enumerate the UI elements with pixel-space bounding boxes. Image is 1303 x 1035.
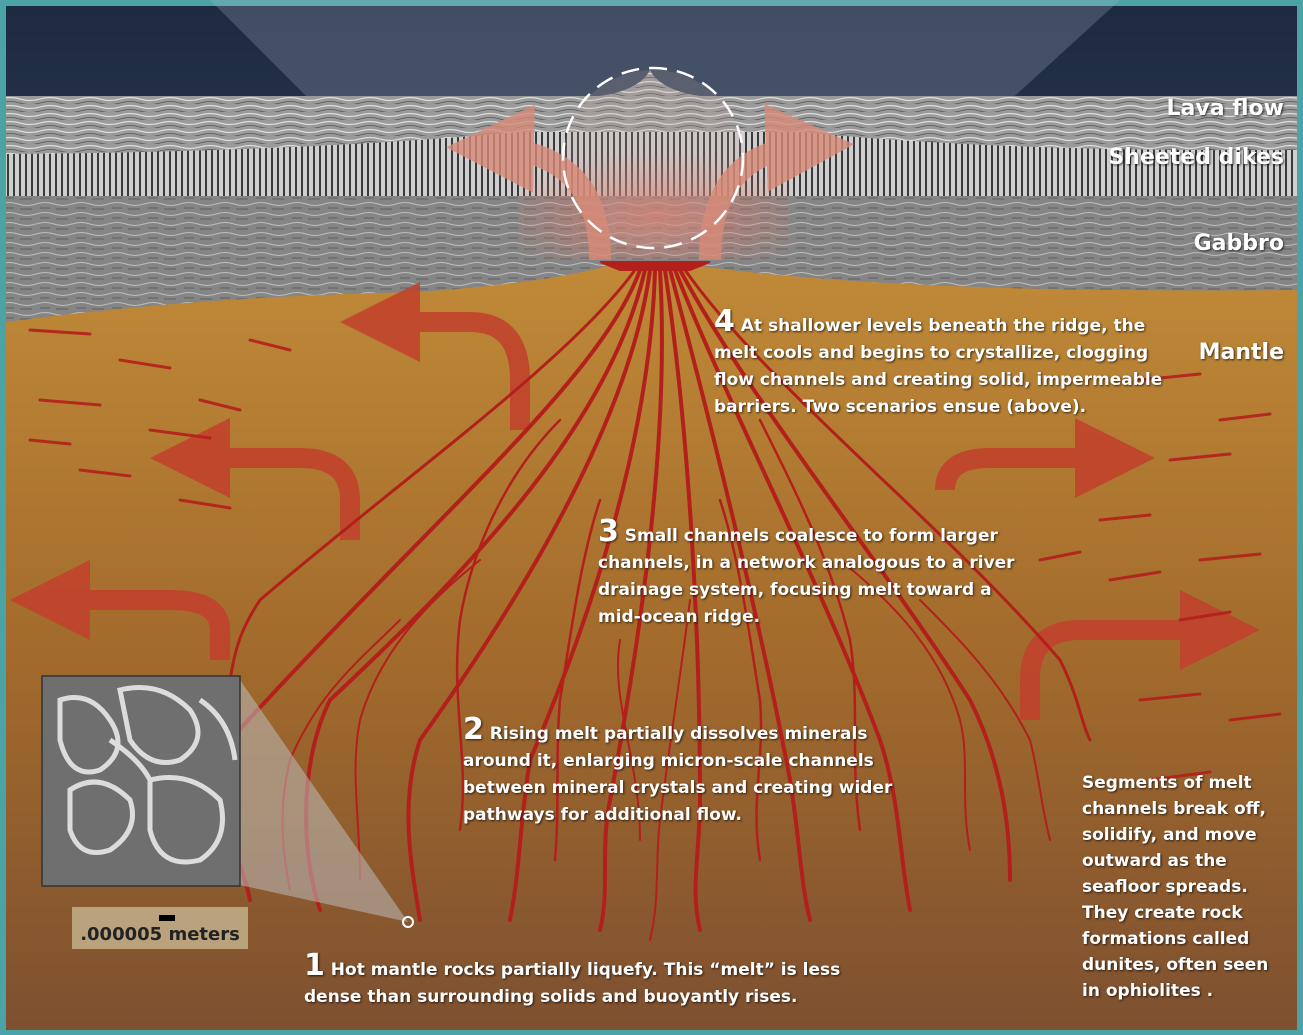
step-1-text: Hot mantle rocks partially liquefy. This… xyxy=(304,960,840,1007)
step-4: 4 At shallower levels beneath the ridge,… xyxy=(714,308,1174,421)
step-2-number: 2 xyxy=(463,712,484,747)
step-4-text: At shallower levels beneath the ridge, t… xyxy=(714,316,1162,417)
sheeted-dikes-label: Sheeted dikes xyxy=(1060,145,1284,170)
step-3-text: Small channels coalesce to form larger c… xyxy=(598,526,1015,627)
gabbro-label: Gabbro xyxy=(1060,231,1284,256)
scale-bar-label: .000005 meters xyxy=(72,924,248,945)
step-2-text: Rising melt partially dissolves minerals… xyxy=(463,724,892,825)
dunite-note: Segments of melt channels break off, sol… xyxy=(1082,770,1272,1004)
scale-bar: .000005 meters xyxy=(72,907,248,949)
scale-bar-marker xyxy=(159,915,175,921)
step-2: 2 Rising melt partially dissolves minera… xyxy=(463,716,903,829)
step-1-number: 1 xyxy=(304,948,325,983)
step-4-number: 4 xyxy=(714,304,735,339)
step-3-number: 3 xyxy=(598,514,619,549)
step-1: 1 Hot mantle rocks partially liquefy. Th… xyxy=(304,952,844,1011)
step-3: 3 Small channels coalesce to form larger… xyxy=(598,518,1028,631)
lava-flow-label: Lava flow xyxy=(1060,96,1284,121)
